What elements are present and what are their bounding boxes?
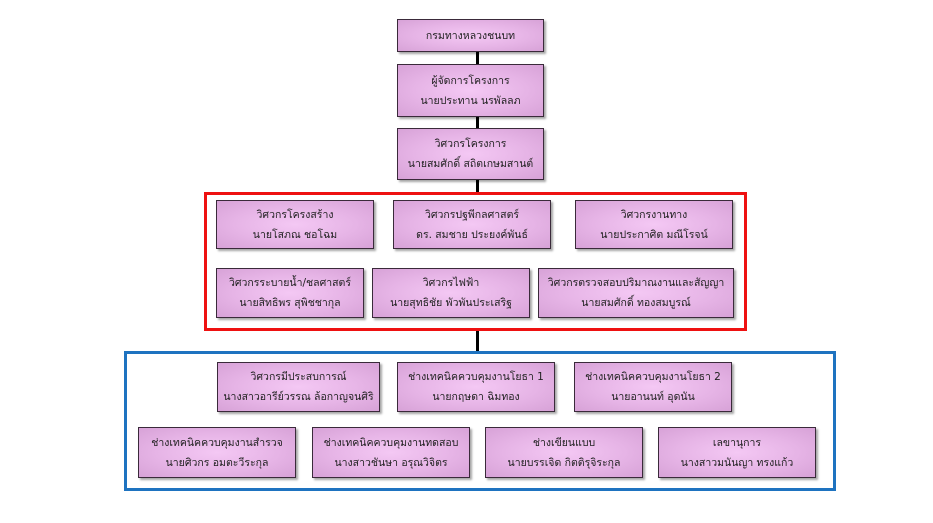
box-title: ช่างเทคนิคควบคุมงานสำรวจ [151, 436, 283, 449]
box-title: วิศวกรงานทาง [620, 208, 688, 221]
box-name: นางสาวอารีย์วรรณ ล้อกาญจนศิริ [223, 391, 374, 403]
connector-line [476, 330, 479, 352]
box-name: นายกฤษดา ฉิมทอง [432, 391, 520, 403]
org-box-structural-engineer[interactable]: วิศวกรโครงสร้าง นายโสภณ ชอโฉม [216, 200, 374, 249]
org-box-project-engineer[interactable]: วิศวกรโครงการ นายสมศักดิ์ สถิตเกษมสานต์ [397, 128, 544, 180]
org-box-experienced-engineer[interactable]: วิศวกรมีประสบการณ์ นางสาวอารีย์วรรณ ล้อก… [217, 362, 380, 412]
org-box-quantity-contract-engineer[interactable]: วิศวกรตรวจสอบปริมาณงานและสัญญา นายสมศักด… [538, 268, 734, 318]
box-name: นายศิวกร อมตะวีระกุล [165, 456, 269, 469]
box-title: ช่างเทคนิคควบคุมงานโยธา 2 [585, 371, 721, 383]
box-name: นายสุทธิชัย พัวพันประเสริฐ [390, 297, 512, 309]
box-name: นายสมศักดิ์ ทองสมบูรณ์ [581, 297, 691, 309]
box-title: ช่างเขียนแบบ [532, 436, 596, 449]
engineers-group-frame [204, 192, 747, 331]
connector-line [476, 52, 479, 64]
box-name: นายสิทธิพร สุพิชชากุล [239, 297, 341, 309]
org-box-highway-engineer[interactable]: วิศวกรงานทาง นายประกาศิต มณีโรจน์ [575, 200, 733, 249]
box-name: นางสาวชันษา อรุณวิจิตร [334, 456, 448, 469]
box-title: วิศวกรไฟฟ้า [422, 277, 480, 289]
org-box-survey-technician[interactable]: ช่างเทคนิคควบคุมงานสำรวจ นายศิวกร อมตะวี… [138, 427, 296, 478]
box-name: นายสมศักดิ์ สถิตเกษมสานต์ [407, 158, 534, 170]
box-title: วิศวกรระบายน้ำ/ชลศาสตร์ [228, 277, 352, 289]
org-box-drainage-engineer[interactable]: วิศวกรระบายน้ำ/ชลศาสตร์ นายสิทธิพร สุพิช… [216, 268, 364, 318]
org-box-secretary[interactable]: เลขานุการ นางสาวมนันญา ทรงแก้ว [658, 427, 816, 478]
box-title: วิศวกรมีประสบการณ์ [250, 371, 347, 383]
box-title: วิศวกรโครงการ [434, 138, 507, 150]
box-title: กรมทางหลวงชนบท [425, 29, 516, 42]
org-box-geotechnical-engineer[interactable]: วิศวกรปฐพีกลศาสตร์ ดร. สมชาย ประยงค์พันธ… [393, 200, 551, 249]
box-title: ช่างเทคนิคควบคุมงานโยธา 1 [408, 371, 544, 383]
box-title: ช่างเทคนิคควบคุมงานทดสอบ [323, 436, 459, 449]
box-title: วิศวกรปฐพีกลศาสตร์ [424, 208, 520, 221]
box-name: นายบรรเจิด กิตติรุจิระกุล [507, 456, 621, 469]
box-name: ดร. สมชาย ประยงค์พันธ์ [416, 228, 528, 241]
technicians-group-frame [124, 351, 836, 491]
org-box-project-manager[interactable]: ผู้จัดการโครงการ นายประทาน นรพัลลภ [397, 64, 544, 117]
box-name: นายอานนท์ อุดนัน [611, 391, 695, 403]
connector-line [476, 180, 479, 194]
org-box-testing-technician[interactable]: ช่างเทคนิคควบคุมงานทดสอบ นางสาวชันษา อรุ… [312, 427, 470, 478]
box-title: เลขานุการ [712, 436, 762, 449]
org-box-department[interactable]: กรมทางหลวงชนบท [397, 19, 544, 52]
box-title: วิศวกรตรวจสอบปริมาณงานและสัญญา [547, 277, 725, 289]
org-box-civil-technician-1[interactable]: ช่างเทคนิคควบคุมงานโยธา 1 นายกฤษดา ฉิมทอ… [397, 362, 555, 412]
connector-line [476, 117, 479, 128]
org-box-electrical-engineer[interactable]: วิศวกรไฟฟ้า นายสุทธิชัย พัวพันประเสริฐ [372, 268, 530, 318]
org-box-draftsman[interactable]: ช่างเขียนแบบ นายบรรเจิด กิตติรุจิระกุล [485, 427, 643, 478]
box-title: วิศวกรโครงสร้าง [256, 208, 334, 221]
box-name: นางสาวมนันญา ทรงแก้ว [680, 456, 794, 469]
box-name: นายประกาศิต มณีโรจน์ [600, 228, 708, 241]
box-name: นายโสภณ ชอโฉม [252, 228, 338, 241]
box-name: นายประทาน นรพัลลภ [420, 94, 521, 107]
org-box-civil-technician-2[interactable]: ช่างเทคนิคควบคุมงานโยธา 2 นายอานนท์ อุดน… [574, 362, 732, 412]
box-title: ผู้จัดการโครงการ [431, 74, 510, 87]
